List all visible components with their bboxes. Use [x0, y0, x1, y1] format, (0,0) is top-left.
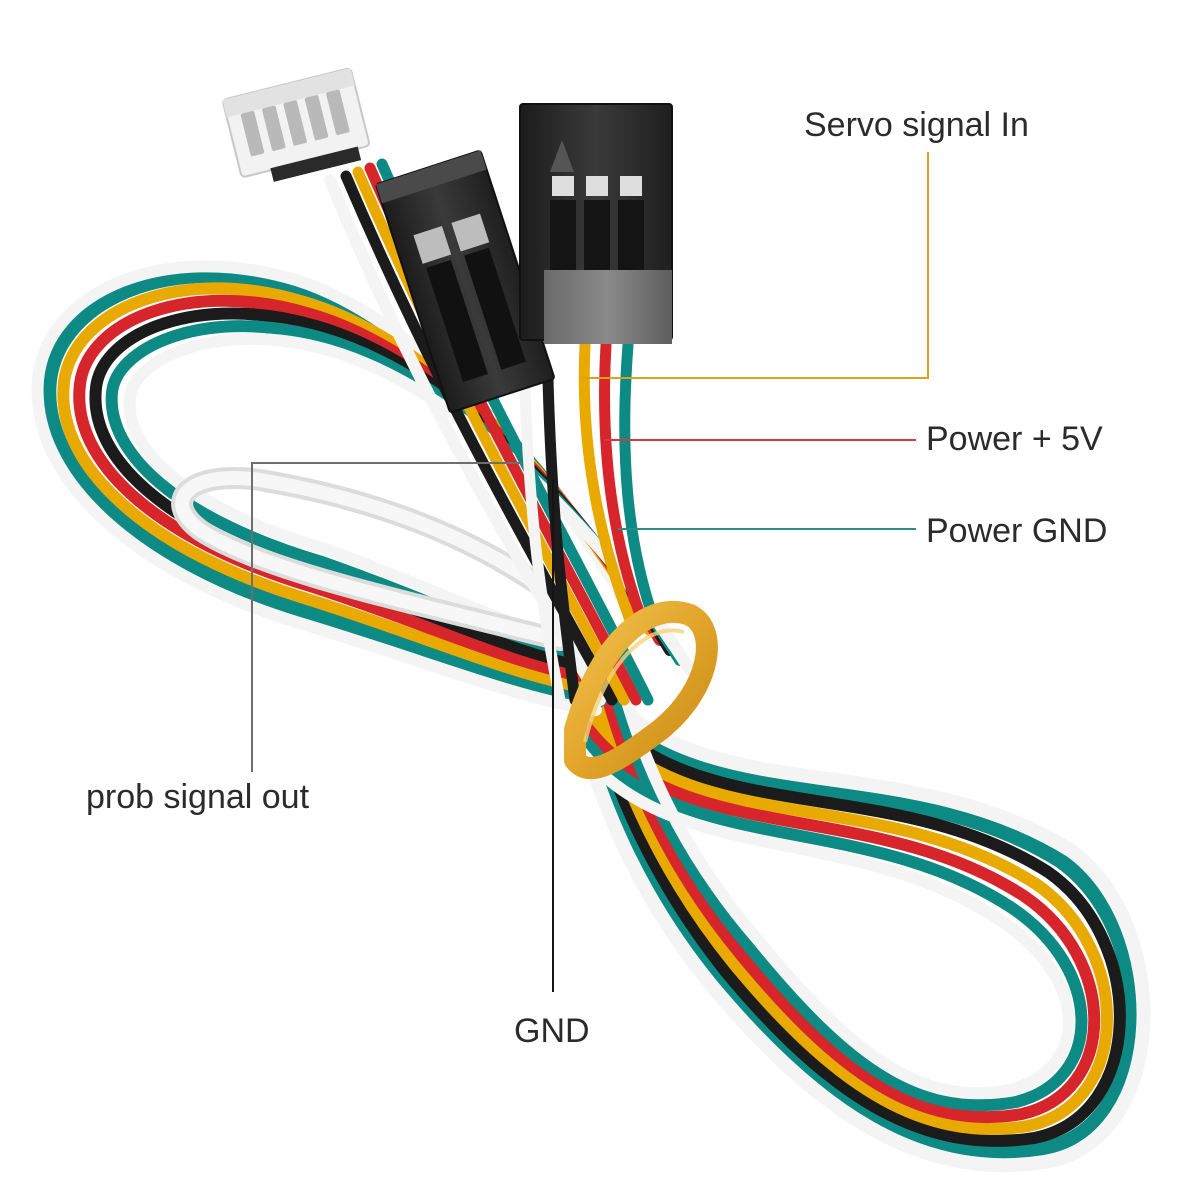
dupont-2pin-connector: [375, 150, 555, 413]
jst-5pin-connector: [222, 67, 370, 182]
jst-pins: [240, 89, 350, 157]
leader-probe-signal: [251, 462, 522, 772]
label-probe-signal-out: prob signal out: [86, 778, 310, 816]
wire-loop-outer: [567, 678, 1151, 1173]
wire-loop-inner: [171, 467, 571, 651]
leader-servo-signal: [582, 152, 929, 379]
cable-tie: [564, 600, 718, 779]
label-gnd: GND: [514, 1012, 590, 1050]
label-servo-signal-in: Servo signal In: [804, 106, 1029, 144]
label-power-gnd: Power GND: [926, 512, 1108, 550]
dupont-3pin-connector: [519, 103, 673, 344]
wire-loop-bundle: [31, 158, 1151, 1173]
label-power-5v: Power + 5V: [926, 420, 1103, 458]
leader-lines: [251, 152, 929, 992]
